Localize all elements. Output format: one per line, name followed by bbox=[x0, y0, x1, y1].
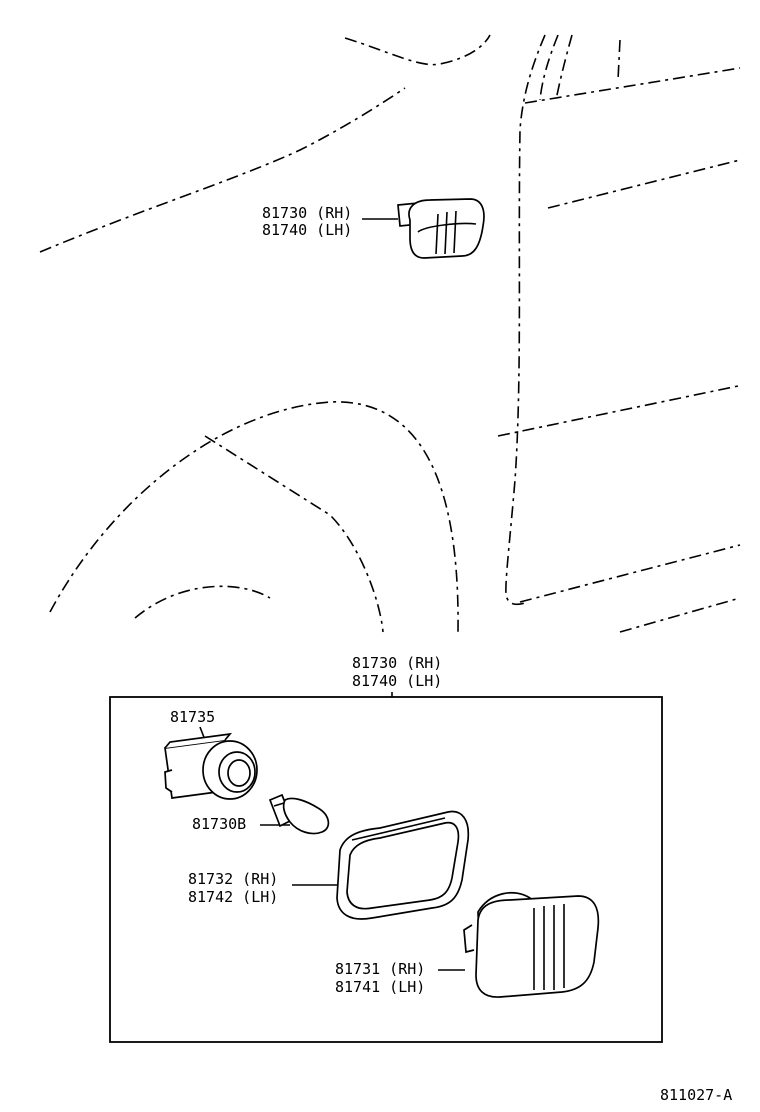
installed-side-marker bbox=[362, 198, 485, 259]
gasket-part bbox=[336, 810, 470, 920]
bulb-part bbox=[268, 793, 330, 835]
lens-part bbox=[463, 891, 600, 998]
bulb-label: 81730B bbox=[192, 815, 246, 833]
assembly-label-lh: 81740 (LH) bbox=[352, 672, 442, 690]
gasket-label-lh: 81742 (LH) bbox=[188, 888, 278, 906]
figure-code: 811027-A bbox=[660, 1086, 732, 1104]
assembly-frame bbox=[109, 696, 663, 1043]
socket-label: 81735 bbox=[170, 708, 215, 726]
top-part-label-lh: 81740 (LH) bbox=[262, 221, 352, 239]
vehicle-outline bbox=[39, 34, 741, 633]
socket-part bbox=[164, 732, 258, 800]
assembly-label-rh: 81730 (RH) bbox=[352, 654, 442, 672]
gasket-label-rh: 81732 (RH) bbox=[188, 870, 278, 888]
top-part-label-rh: 81730 (RH) bbox=[262, 204, 352, 222]
lens-label-rh: 81731 (RH) bbox=[335, 960, 425, 978]
lens-label-lh: 81741 (LH) bbox=[335, 978, 425, 996]
